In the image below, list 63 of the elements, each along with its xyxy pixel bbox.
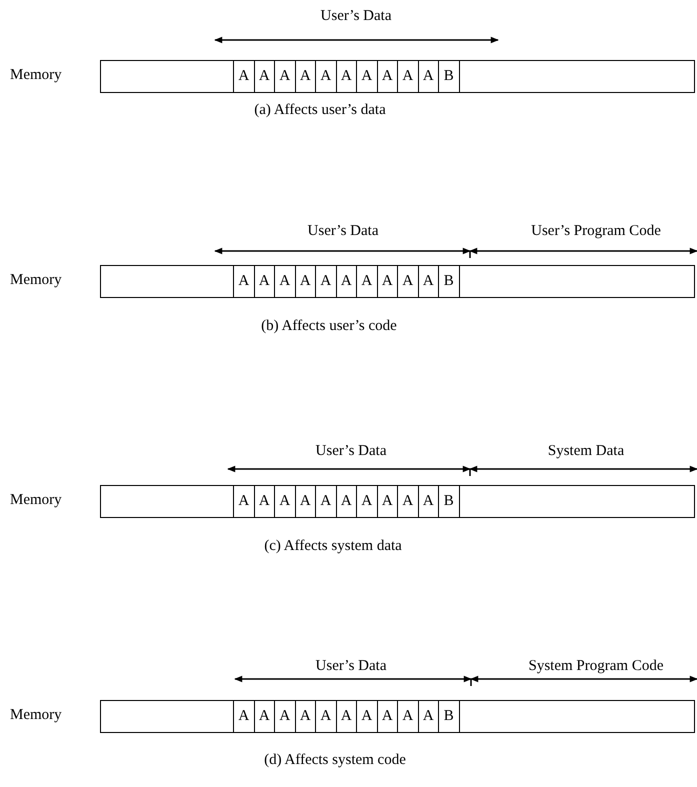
memory-cell: A xyxy=(356,701,376,732)
range-label: User’s Data xyxy=(308,223,378,240)
range-label: User’s Data xyxy=(320,8,392,25)
memory-bar xyxy=(100,60,695,93)
memory-cell: A xyxy=(315,266,336,297)
memory-cell: B xyxy=(438,266,460,297)
caption: (b) Affects user’s code xyxy=(261,318,397,335)
row-label: Memory xyxy=(10,272,62,289)
memory-cell: A xyxy=(336,486,356,517)
memory-cell: A xyxy=(376,701,397,732)
memory-cell: A xyxy=(356,266,376,297)
caption: (a) Affects user’s data xyxy=(254,102,386,119)
memory-cell: A xyxy=(294,701,315,732)
memory-cell: A xyxy=(254,266,274,297)
memory-cell: A xyxy=(315,701,336,732)
memory-cell: A xyxy=(397,266,418,297)
range-label: System Data xyxy=(548,443,624,460)
memory-cell: B xyxy=(438,486,460,517)
memory-cell: A xyxy=(274,486,294,517)
memory-cell: A xyxy=(397,486,418,517)
memory-cell: A xyxy=(376,266,397,297)
memory-cell: A xyxy=(376,486,397,517)
row-label: Memory xyxy=(10,492,62,509)
memory-cell: A xyxy=(254,61,274,92)
range-label: System Program Code xyxy=(528,658,664,675)
memory-cell: A xyxy=(397,701,418,732)
memory-cell: A xyxy=(376,61,397,92)
memory-cell: A xyxy=(356,61,376,92)
memory-bar xyxy=(100,265,695,298)
memory-cell: A xyxy=(233,486,254,517)
memory-cell: A xyxy=(294,486,315,517)
memory-cell: A xyxy=(294,61,315,92)
memory-cell: B xyxy=(438,701,460,732)
range-label: User’s Data xyxy=(316,658,386,675)
memory-bar xyxy=(100,485,695,518)
memory-cell: A xyxy=(315,61,336,92)
caption: (d) Affects system code xyxy=(264,752,406,769)
memory-cell: B xyxy=(438,61,460,92)
memory-cell: A xyxy=(274,701,294,732)
memory-cell: A xyxy=(274,61,294,92)
memory-cell: A xyxy=(397,61,418,92)
range-label: User’s Program Code xyxy=(531,223,661,240)
caption: (c) Affects system data xyxy=(264,538,402,555)
memory-cell: A xyxy=(233,701,254,732)
memory-cell: A xyxy=(336,61,356,92)
memory-cell: A xyxy=(418,701,438,732)
range-label: User’s Data xyxy=(316,443,386,460)
memory-cell: A xyxy=(418,486,438,517)
memory-cell: A xyxy=(254,486,274,517)
memory-cell: A xyxy=(274,266,294,297)
memory-cell: A xyxy=(418,61,438,92)
memory-cell: A xyxy=(315,486,336,517)
memory-cell: A xyxy=(233,266,254,297)
memory-cell: A xyxy=(418,266,438,297)
memory-cell: A xyxy=(336,266,356,297)
memory-cell: A xyxy=(254,701,274,732)
memory-cell: A xyxy=(336,701,356,732)
memory-cell: A xyxy=(233,61,254,92)
memory-cell: A xyxy=(294,266,315,297)
row-label: Memory xyxy=(10,67,62,84)
row-label: Memory xyxy=(10,707,62,724)
memory-bar xyxy=(100,700,695,733)
memory-cell: A xyxy=(356,486,376,517)
